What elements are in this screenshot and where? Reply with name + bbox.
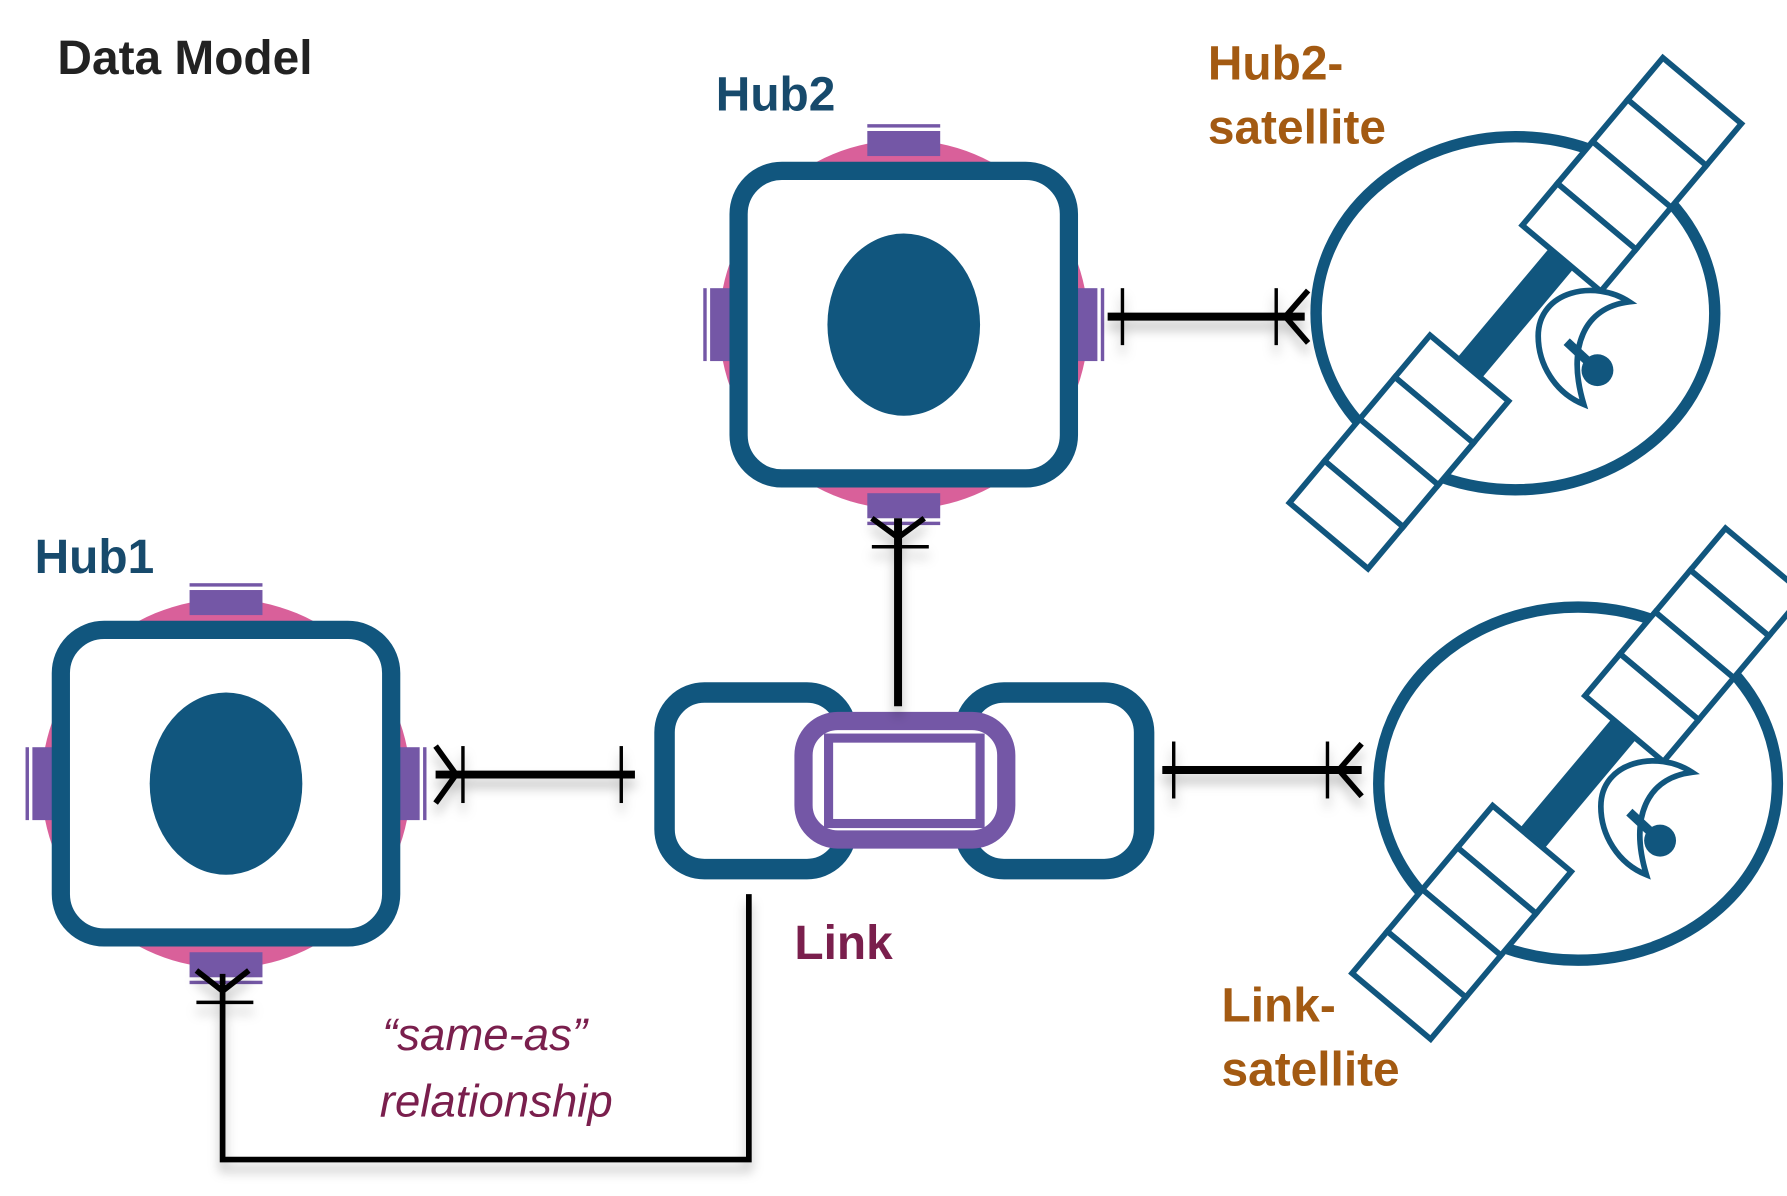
crows-foot-many-icon <box>1281 288 1311 345</box>
crows-foot-many-icon <box>1335 741 1364 799</box>
hub2-satellite-relationship <box>1107 288 1311 346</box>
hub1-link-relationship <box>433 744 635 805</box>
link-label: Link <box>794 917 893 970</box>
hub2-entity: Hub2 <box>703 68 1104 525</box>
crows-foot-many-icon <box>194 968 251 995</box>
hub1-label: Hub1 <box>35 531 155 584</box>
link-satellite-entity: Link- satellite <box>1222 528 1787 1097</box>
link-satellite-relationship <box>1162 741 1364 799</box>
same-as-note-line1: “same-as” <box>382 1009 589 1060</box>
satellite-icon <box>1352 528 1787 1039</box>
hub-icon <box>703 124 1104 525</box>
hub2-link-relationship <box>870 515 929 707</box>
hub-icon <box>26 583 427 984</box>
link-satellite-label-line1: Link- <box>1222 980 1336 1033</box>
hub2-satellite-entity: Hub2- satellite <box>1208 38 1742 569</box>
crows-foot-many-icon <box>433 744 460 805</box>
same-as-relationship <box>194 894 752 1163</box>
hub2-label: Hub2 <box>716 68 836 121</box>
link-icon <box>654 682 1155 880</box>
link-satellite-label-line2: satellite <box>1222 1044 1400 1097</box>
crows-foot-many-icon <box>870 515 926 542</box>
same-as-note-line2: relationship <box>380 1075 613 1126</box>
hub2-satellite-label-line1: Hub2- <box>1208 38 1343 91</box>
hub1-entity: Hub1 <box>26 531 427 984</box>
link-entity: Link <box>654 682 1155 970</box>
hub2-satellite-label-line2: satellite <box>1208 102 1386 155</box>
diagram-title: Data Model <box>57 32 312 85</box>
